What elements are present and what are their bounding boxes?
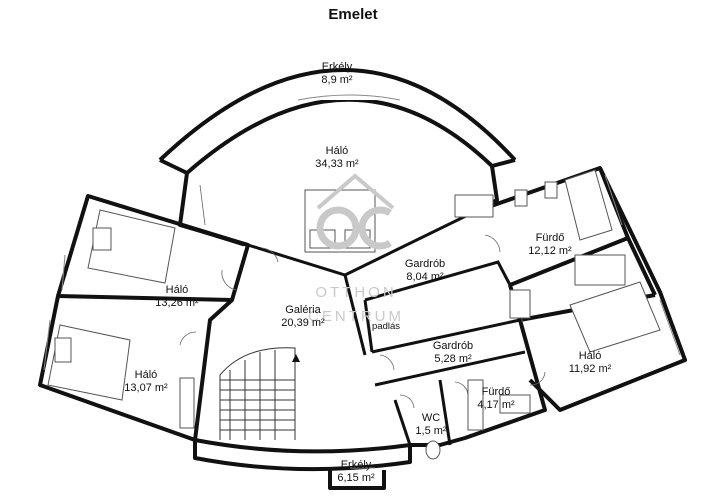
room-label-gardrob-1: Gardrób 8,04 m² bbox=[405, 258, 445, 284]
room-name: Fürdő bbox=[481, 386, 511, 398]
room-name: Háló bbox=[578, 350, 602, 362]
floor-title: Emelet bbox=[328, 6, 378, 23]
wc-fixtures bbox=[179, 194, 531, 460]
room-label-gardrob-2: Gardrób 5,28 m² bbox=[433, 340, 473, 366]
room-area: 1,5 m² bbox=[415, 425, 447, 437]
bed-right bbox=[569, 281, 661, 353]
room-name: Fürdő bbox=[535, 232, 565, 244]
staircase bbox=[219, 347, 300, 440]
room-area: 6,15 m² bbox=[337, 472, 375, 484]
room-name: Erkély bbox=[321, 61, 353, 73]
room-label-furdo-1: Fürdő 12,12 m² bbox=[528, 232, 571, 258]
room-area: 8,04 m² bbox=[406, 271, 444, 283]
room-area: 11,92 m² bbox=[568, 363, 612, 375]
windows bbox=[43, 174, 681, 469]
room-area: 34,33 m² bbox=[315, 158, 359, 170]
room-area: 20,39 m² bbox=[281, 317, 325, 329]
watermark-text-2: CENTRUM bbox=[308, 308, 404, 325]
room-name: Erkély bbox=[340, 459, 372, 471]
bed-left-top bbox=[87, 209, 176, 284]
room-name: Gardrób bbox=[404, 258, 446, 270]
room-label-halo-main: Háló 34,33 m² bbox=[315, 145, 358, 171]
room-label-halo-left-top: Háló 13,26 m² bbox=[155, 284, 198, 310]
watermark-logo bbox=[316, 173, 395, 250]
room-name: Gardrób bbox=[432, 340, 474, 352]
padlas-label: padlás bbox=[371, 321, 401, 332]
inner-walls bbox=[179, 210, 526, 446]
room-label-wc: WC 1,5 m² bbox=[415, 412, 446, 438]
room-name: Háló bbox=[165, 284, 189, 296]
room-name: Háló bbox=[134, 369, 158, 381]
room-label-furdo-2: Fürdő 4,17 m² bbox=[477, 386, 514, 412]
watermark-text-1: OTTHON bbox=[315, 284, 397, 301]
room-area: 13,07 m² bbox=[124, 382, 168, 394]
room-area: 13,26 m² bbox=[155, 297, 199, 309]
room-label-halo-left-bottom: Háló 13,07 m² bbox=[124, 369, 167, 395]
room-area: 12,12 m² bbox=[528, 245, 572, 257]
room-label-galeria: Galéria 20,39 m² bbox=[281, 304, 324, 330]
room-label-erkely-bottom: Erkély 6,15 m² bbox=[337, 459, 374, 485]
room-name: Háló bbox=[325, 145, 349, 157]
room-name: WC bbox=[421, 412, 441, 424]
bed-left-bottom bbox=[47, 324, 131, 401]
room-area: 4,17 m² bbox=[477, 399, 515, 411]
balcony-top-outline bbox=[158, 68, 517, 175]
room-label-erkely-top: Erkély 8,9 m² bbox=[321, 61, 352, 87]
room-name: Galéria bbox=[285, 304, 321, 316]
room-area: 8,9 m² bbox=[321, 74, 353, 86]
room-label-halo-right: Háló 11,92 m² bbox=[569, 350, 612, 376]
bathtub-top bbox=[514, 169, 626, 286]
room-area: 5,28 m² bbox=[434, 353, 472, 365]
